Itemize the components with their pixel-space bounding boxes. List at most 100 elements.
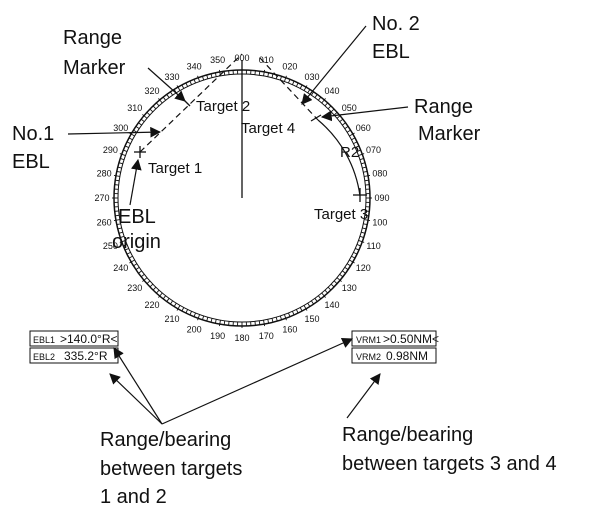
bearing-tick bbox=[288, 79, 291, 84]
bearing-tick bbox=[176, 305, 181, 311]
vrm2-name: VRM2 bbox=[356, 352, 381, 362]
bearing-label: 080 bbox=[372, 169, 387, 179]
target2-label: Target 2 bbox=[196, 98, 250, 115]
bearing-tick bbox=[314, 298, 318, 302]
bearing-tick bbox=[361, 162, 366, 165]
bearing-tick bbox=[156, 102, 160, 107]
target3-mark bbox=[353, 188, 367, 202]
ebl1-name: EBL1 bbox=[33, 335, 55, 345]
r2-label: R2 bbox=[340, 144, 359, 161]
bearing-tick bbox=[333, 280, 338, 284]
bearing-tick bbox=[349, 259, 355, 264]
bearing-tick bbox=[142, 277, 148, 282]
bearing-tick bbox=[349, 132, 355, 137]
bearing-tick bbox=[119, 153, 126, 157]
bearing-label: 330 bbox=[164, 72, 179, 82]
bearing-tick bbox=[210, 318, 213, 323]
bearing-label: 010 bbox=[259, 55, 274, 65]
vrm2-value: 0.98NM bbox=[386, 349, 428, 363]
no2-ebl-line bbox=[259, 57, 319, 121]
bearing-tick bbox=[223, 320, 226, 325]
bearing-tick bbox=[271, 318, 274, 323]
no1-ebl-callout: No.1 EBL bbox=[12, 123, 60, 173]
bearing-tick bbox=[267, 319, 270, 324]
bearing-tick bbox=[344, 266, 349, 270]
ebl-origin-arrow bbox=[129, 158, 142, 206]
range-marker-left-callout: Range Marker bbox=[63, 27, 128, 79]
bearing-tick bbox=[267, 72, 270, 77]
bearing-tick bbox=[128, 255, 133, 259]
bearing-label: 280 bbox=[97, 169, 112, 179]
bearing-tick bbox=[307, 302, 311, 307]
bearing-tick bbox=[339, 118, 344, 123]
bearing-tick bbox=[206, 74, 209, 79]
bearing-label: 200 bbox=[187, 325, 202, 335]
bearing-tick bbox=[189, 311, 192, 316]
bearing-tick bbox=[170, 300, 174, 305]
bearing-tick bbox=[307, 89, 311, 94]
bearing-tick bbox=[115, 179, 120, 182]
bearing-tick bbox=[363, 170, 368, 173]
bearing-tick bbox=[303, 85, 308, 91]
bearing-tick bbox=[351, 255, 356, 259]
bearing-label: 310 bbox=[127, 103, 142, 113]
bearing-tick bbox=[214, 72, 217, 77]
bearing-tick bbox=[275, 317, 278, 322]
bearing-tick bbox=[279, 76, 282, 81]
vrm1-value: >0.50NM< bbox=[383, 332, 439, 346]
bearing-tick bbox=[288, 312, 291, 317]
bearing-tick bbox=[362, 166, 367, 169]
bearing-tick bbox=[324, 289, 328, 294]
bearing-tick bbox=[185, 82, 189, 87]
bearing-tick bbox=[355, 248, 360, 251]
bearing-tick bbox=[258, 71, 261, 76]
bearing-tick bbox=[181, 84, 185, 89]
bearing-tick bbox=[123, 244, 128, 247]
bearing-tick bbox=[342, 122, 346, 126]
bearing-tick bbox=[135, 266, 140, 270]
bearing-label: 340 bbox=[187, 61, 202, 71]
bearing-label: 130 bbox=[342, 283, 357, 293]
target1-label: Target 1 bbox=[148, 160, 202, 177]
ebl2-name: EBL2 bbox=[33, 352, 55, 362]
bearing-tick bbox=[363, 223, 368, 226]
bearing-tick bbox=[364, 219, 371, 222]
bearing-tick bbox=[327, 286, 332, 291]
arrow-to-vrm1 bbox=[161, 338, 353, 425]
target3-label: Target 3 bbox=[314, 206, 368, 223]
bearing-tick bbox=[124, 145, 129, 148]
bearing-label: 110 bbox=[366, 241, 380, 251]
bearing-tick bbox=[258, 320, 261, 325]
range-marker-left-arrow bbox=[147, 67, 186, 102]
range-marker-right-callout: Range Marker bbox=[414, 96, 481, 145]
bearing-label: 300 bbox=[113, 123, 128, 133]
bearing-label: 060 bbox=[356, 123, 371, 133]
vrm-readout-panel: VRM1 >0.50NM< VRM2 0.98NM bbox=[351, 330, 439, 364]
bearing-tick bbox=[116, 170, 121, 173]
bearing-label: 090 bbox=[374, 193, 389, 203]
bearing-tick bbox=[214, 319, 217, 324]
bearing-tick bbox=[292, 311, 295, 316]
target4-label: Target 4 bbox=[241, 120, 295, 137]
bearing-label: 020 bbox=[282, 61, 297, 71]
bearing-tick bbox=[356, 244, 361, 247]
bearing-tick bbox=[279, 315, 282, 320]
bottom-right-callout: Range/bearing between targets 3 and 4 bbox=[342, 424, 557, 475]
bearing-tick bbox=[166, 298, 170, 302]
bearing-label: 240 bbox=[113, 263, 128, 273]
bearing-tick bbox=[126, 141, 131, 145]
bearing-tick bbox=[173, 302, 177, 307]
bearing-tick bbox=[263, 69, 266, 76]
bearing-tick bbox=[118, 231, 123, 234]
no1-ebl-arrow bbox=[67, 126, 162, 138]
no2-ebl-arrow bbox=[301, 25, 367, 105]
bearing-label: 040 bbox=[324, 86, 339, 96]
bearing-label: 320 bbox=[144, 86, 159, 96]
bearing-tick bbox=[197, 75, 201, 82]
vrm1-name: VRM1 bbox=[356, 335, 381, 345]
bearing-tick bbox=[152, 105, 157, 110]
bearing-tick bbox=[149, 283, 154, 288]
bearing-tick bbox=[128, 137, 133, 141]
bearing-label: 170 bbox=[259, 331, 274, 341]
